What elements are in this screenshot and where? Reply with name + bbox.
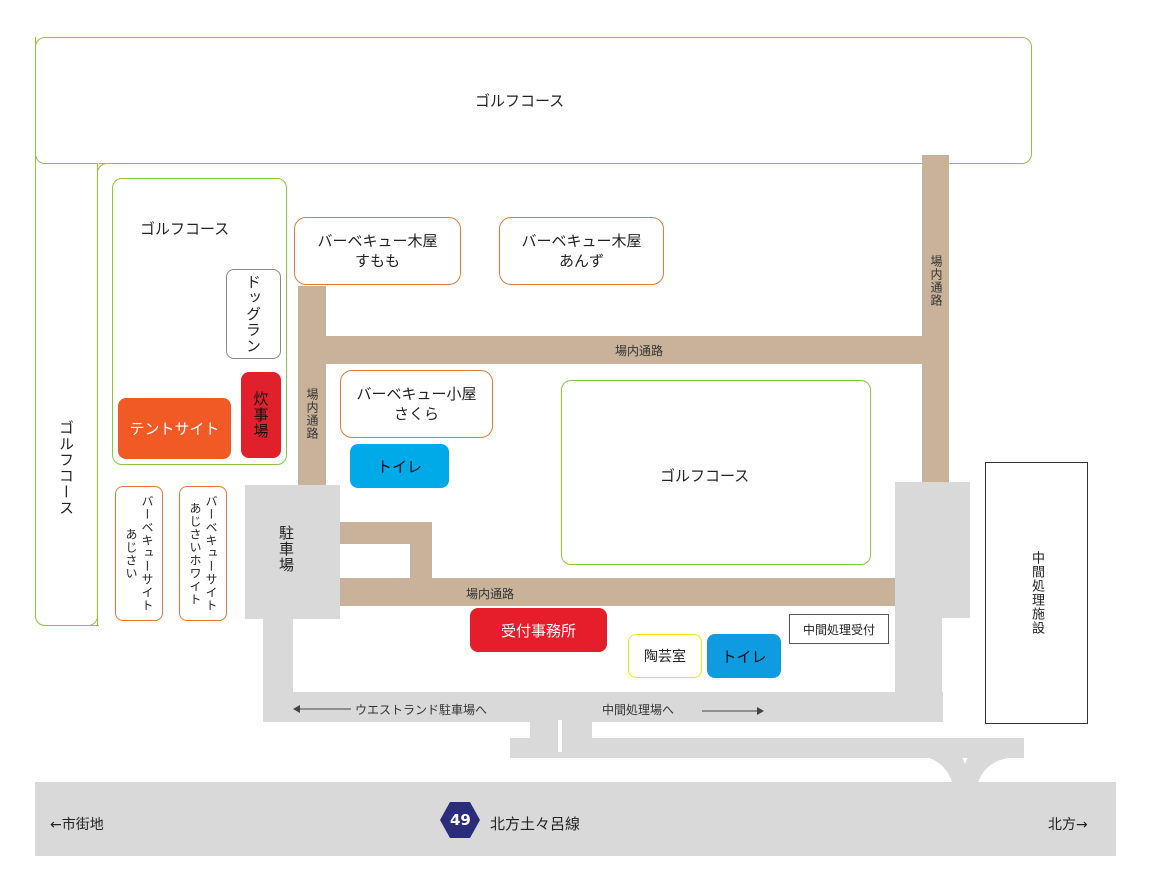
kitchen[interactable]: 炊事場	[241, 372, 281, 458]
route-49-badge	[440, 802, 480, 838]
reception-office[interactable]: 受付事務所	[470, 608, 607, 652]
intermediate-facility[interactable]: 中間処理施設	[985, 462, 1088, 724]
parking-area	[245, 485, 340, 619]
inner-road-bottom-horizontal	[340, 578, 895, 606]
curve-connector	[910, 740, 1020, 795]
arrow-left-icon	[293, 705, 351, 713]
inner-road-left-vertical	[298, 286, 326, 486]
route-name: 北方土々呂線	[490, 815, 581, 833]
bbq-hut-sakura-line1: バーベキュー小屋	[356, 385, 477, 403]
bbq-site-ajisai-line1: バーベキューサイト	[140, 495, 154, 612]
bbq-site-ajisai-white[interactable]: バーベキューサイト あじさいホワイト	[179, 486, 227, 621]
golf-course-left-outer-edge	[35, 163, 98, 626]
tent-site[interactable]: テントサイト	[118, 398, 231, 459]
bbq-site-ajisai-white-line1: バーベキューサイト	[204, 495, 218, 612]
bbq-site-ajisai[interactable]: バーベキューサイト あじさい	[115, 486, 163, 621]
bbq-hut-sakura-line2: さくら	[393, 405, 439, 423]
inner-road-loop-top	[340, 522, 432, 544]
inner-road-top-horizontal	[298, 336, 922, 364]
junction-left	[530, 706, 560, 748]
bbq-hut-sumomo-line2: すもも	[354, 252, 400, 270]
bbq-site-ajisai-white-line2: あじさいホワイト	[188, 501, 202, 606]
access-road-bottom	[263, 692, 943, 722]
to-westland-label: ウエストランド駐車場へ	[355, 703, 488, 717]
bbq-hut-anzu-line2: あんず	[558, 252, 604, 270]
golf-course-center-label: ゴルフコース	[660, 467, 750, 485]
junction-right	[562, 706, 592, 748]
bbq-hut-sumomo[interactable]: バーベキュー木屋 すもも	[294, 217, 461, 285]
golf-course-left-inner	[112, 178, 287, 465]
lower-road	[510, 738, 1024, 758]
to-intermediate-label: 中間処理場へ	[602, 703, 675, 717]
pottery-room[interactable]: 陶芸室	[628, 634, 702, 678]
inner-road-right-label: 場内通路	[929, 255, 943, 307]
bbq-hut-anzu-line1: バーベキュー木屋	[521, 232, 642, 250]
to-kitakata-label: 北方→	[1048, 817, 1088, 833]
inner-road-right-vertical	[922, 155, 949, 485]
golf-course-left-outer-label: ゴルフコース	[57, 420, 75, 516]
arrow-right-icon	[702, 707, 764, 715]
right-gray-block	[895, 482, 970, 618]
golf-course-mid-frame	[97, 163, 297, 625]
highway-49	[35, 782, 1116, 856]
intermediate-reception[interactable]: 中間処理受付	[789, 614, 889, 644]
bbq-hut-sumomo-line1: バーベキュー木屋	[317, 232, 438, 250]
toilet-2[interactable]: トイレ	[707, 634, 781, 678]
parking-label: 駐車場	[277, 525, 295, 573]
inner-road-bottom-label: 場内通路	[466, 587, 515, 601]
bbq-hut-anzu[interactable]: バーベキュー木屋 あんず	[499, 217, 664, 285]
route-number: 49	[450, 811, 471, 829]
bbq-site-ajisai-line2: あじさい	[124, 527, 138, 580]
inner-road-left-label: 場内通路	[305, 388, 319, 440]
right-gray-connector	[895, 600, 942, 722]
golf-course-center	[561, 380, 871, 565]
bbq-hut-sakura[interactable]: バーベキュー小屋 さくら	[340, 370, 493, 438]
golf-course-left-inner-label: ゴルフコース	[140, 220, 230, 238]
to-city-label: ←市街地	[50, 817, 104, 833]
golf-course-top-label: ゴルフコース	[475, 92, 565, 110]
dog-run[interactable]: ドッグラン	[226, 269, 281, 359]
inner-road-top-label: 場内通路	[615, 344, 664, 358]
inner-road-loop-side	[410, 522, 432, 582]
toilet-1[interactable]: トイレ	[350, 444, 449, 488]
